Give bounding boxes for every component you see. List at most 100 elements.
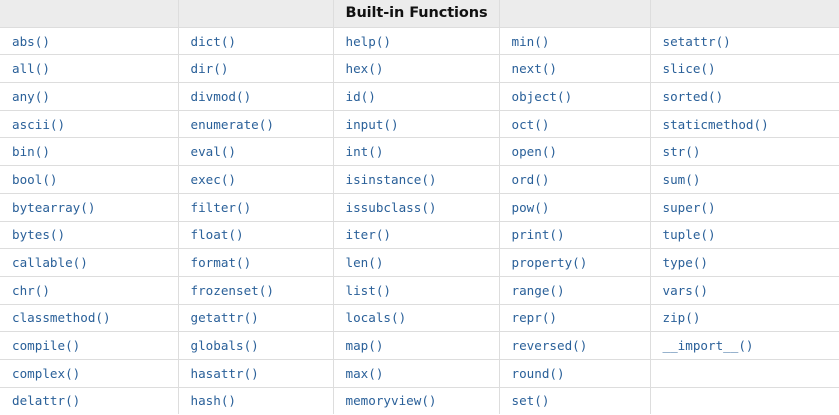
function-cell[interactable]: max(): [332, 358, 500, 388]
function-link[interactable]: open(): [511, 144, 558, 160]
function-link[interactable]: locals(): [345, 310, 407, 326]
function-link[interactable]: oct(): [511, 116, 550, 132]
function-cell[interactable]: next(): [498, 54, 651, 84]
function-link[interactable]: delattr(): [12, 393, 81, 409]
function-cell[interactable]: property(): [498, 248, 651, 277]
function-cell[interactable]: pow(): [498, 192, 651, 222]
function-cell[interactable]: divmod(): [177, 82, 334, 111]
function-link[interactable]: globals(): [190, 338, 259, 354]
function-link[interactable]: repr(): [511, 310, 558, 326]
function-cell[interactable]: chr(): [0, 275, 179, 305]
function-link[interactable]: input(): [345, 116, 399, 132]
function-cell[interactable]: ord(): [498, 165, 651, 194]
function-cell[interactable]: type(): [649, 248, 839, 277]
function-link[interactable]: hex(): [345, 61, 384, 77]
function-link[interactable]: reversed(): [511, 338, 588, 354]
function-cell[interactable]: id(): [332, 82, 500, 111]
function-link[interactable]: iter(): [345, 227, 392, 243]
function-link[interactable]: issubclass(): [345, 199, 437, 215]
function-cell[interactable]: bin(): [0, 137, 179, 167]
function-link[interactable]: eval(): [190, 144, 237, 160]
function-cell[interactable]: range(): [498, 275, 651, 305]
function-link[interactable]: sum(): [662, 171, 701, 187]
function-cell[interactable]: input(): [332, 109, 500, 139]
function-link[interactable]: next(): [511, 61, 558, 77]
function-cell[interactable]: len(): [332, 248, 500, 277]
function-link[interactable]: filter(): [190, 199, 252, 215]
function-cell[interactable]: reversed(): [498, 331, 651, 360]
function-cell[interactable]: hash(): [177, 386, 334, 415]
function-link[interactable]: abs(): [12, 33, 50, 49]
function-link[interactable]: len(): [345, 255, 384, 271]
function-link[interactable]: frozenset(): [190, 282, 274, 298]
function-cell[interactable]: globals(): [177, 331, 334, 360]
function-link[interactable]: staticmethod(): [662, 116, 769, 132]
function-cell[interactable]: callable(): [0, 248, 179, 277]
function-cell[interactable]: classmethod(): [0, 303, 179, 333]
function-cell[interactable]: locals(): [332, 303, 500, 333]
function-cell[interactable]: dir(): [177, 54, 334, 84]
function-cell[interactable]: __import__(): [649, 331, 839, 360]
function-cell[interactable]: repr(): [498, 303, 651, 333]
function-cell[interactable]: map(): [332, 331, 500, 360]
function-link[interactable]: int(): [345, 144, 384, 160]
function-cell[interactable]: min(): [498, 26, 651, 56]
function-link[interactable]: type(): [662, 255, 709, 271]
function-cell[interactable]: compile(): [0, 331, 179, 360]
function-cell[interactable]: hasattr(): [177, 358, 334, 388]
function-link[interactable]: enumerate(): [190, 116, 274, 132]
function-cell[interactable]: vars(): [649, 275, 839, 305]
function-cell[interactable]: enumerate(): [177, 109, 334, 139]
function-cell[interactable]: hex(): [332, 54, 500, 84]
function-link[interactable]: chr(): [12, 282, 50, 298]
function-link[interactable]: bool(): [12, 171, 58, 187]
function-link[interactable]: id(): [345, 88, 376, 104]
function-link[interactable]: all(): [12, 61, 50, 77]
function-link[interactable]: exec(): [190, 171, 237, 187]
function-link[interactable]: pow(): [511, 199, 550, 215]
function-cell[interactable]: zip(): [649, 303, 839, 333]
function-link[interactable]: sorted(): [662, 88, 724, 104]
function-cell[interactable]: memoryview(): [332, 386, 500, 415]
function-cell[interactable]: issubclass(): [332, 192, 500, 222]
function-cell[interactable]: super(): [649, 192, 839, 222]
function-cell[interactable]: complex(): [0, 358, 179, 388]
function-link[interactable]: max(): [345, 365, 384, 381]
function-link[interactable]: ascii(): [12, 116, 66, 132]
function-cell[interactable]: object(): [498, 82, 651, 111]
function-cell[interactable]: int(): [332, 137, 500, 167]
function-link[interactable]: range(): [511, 282, 565, 298]
function-cell[interactable]: bool(): [0, 165, 179, 194]
function-cell[interactable]: iter(): [332, 220, 500, 250]
function-cell[interactable]: ascii(): [0, 109, 179, 139]
function-link[interactable]: print(): [511, 227, 565, 243]
function-link[interactable]: super(): [662, 199, 716, 215]
function-link[interactable]: classmethod(): [12, 310, 111, 326]
function-link[interactable]: help(): [345, 33, 392, 49]
function-cell[interactable]: bytes(): [0, 220, 179, 250]
function-link[interactable]: callable(): [12, 255, 88, 271]
function-link[interactable]: hash(): [190, 393, 237, 409]
function-link[interactable]: getattr(): [190, 310, 259, 326]
function-link[interactable]: complex(): [12, 365, 81, 381]
function-cell[interactable]: staticmethod(): [649, 109, 839, 139]
function-cell[interactable]: tuple(): [649, 220, 839, 250]
function-cell[interactable]: any(): [0, 82, 179, 111]
function-cell[interactable]: dict(): [177, 26, 334, 56]
function-cell[interactable]: eval(): [177, 137, 334, 167]
function-link[interactable]: zip(): [662, 310, 701, 326]
function-link[interactable]: any(): [12, 88, 50, 104]
function-link[interactable]: dir(): [190, 61, 229, 77]
function-cell[interactable]: bytearray(): [0, 192, 179, 222]
function-cell[interactable]: str(): [649, 137, 839, 167]
function-link[interactable]: float(): [190, 227, 244, 243]
function-cell[interactable]: oct(): [498, 109, 651, 139]
function-cell[interactable]: float(): [177, 220, 334, 250]
function-link[interactable]: object(): [511, 88, 573, 104]
function-link[interactable]: tuple(): [662, 227, 716, 243]
function-link[interactable]: round(): [511, 365, 565, 381]
function-link[interactable]: isinstance(): [345, 171, 437, 187]
function-cell[interactable]: setattr(): [649, 26, 839, 56]
function-cell[interactable]: help(): [332, 26, 500, 56]
function-cell[interactable]: isinstance(): [332, 165, 500, 194]
